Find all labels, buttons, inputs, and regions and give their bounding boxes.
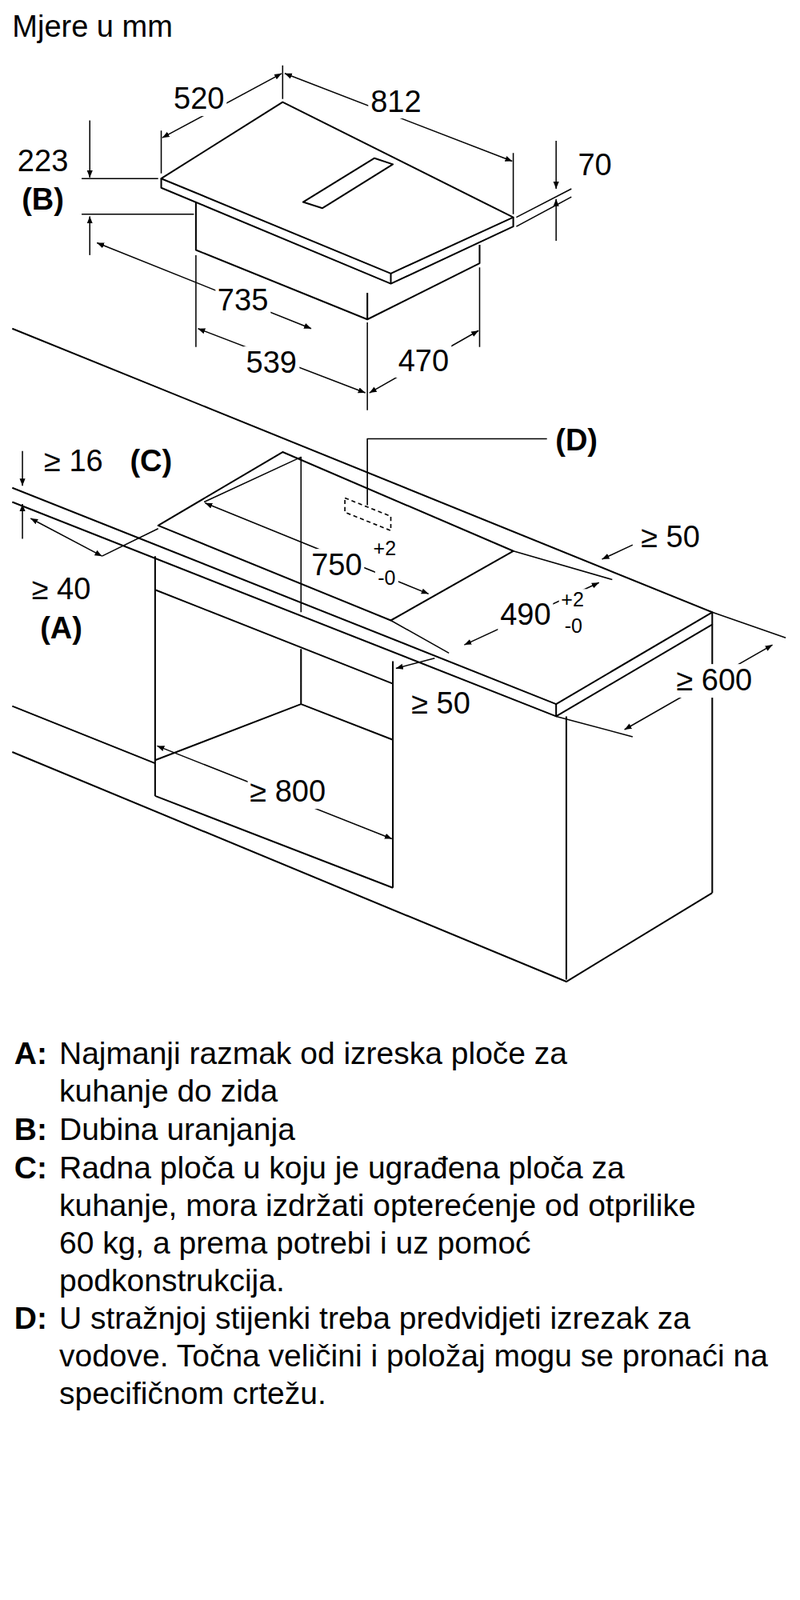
note-text: Najmanji razmak od izreska ploče za kuha… [59, 1034, 653, 1110]
note-letter: C: [14, 1148, 48, 1187]
callout-letter: (C) [127, 444, 175, 479]
tolerance: -0 [375, 567, 398, 590]
cutout [158, 452, 514, 620]
hob-glass-edge-front [390, 273, 392, 284]
note-letter: A: [14, 1034, 48, 1072]
units-title: Mjere u mm [12, 10, 173, 44]
dimension: 750 [308, 548, 364, 583]
callout-letter: (A) [37, 612, 85, 646]
floor-lines [12, 706, 712, 982]
note-text: Dubina uranjanja [59, 1110, 712, 1148]
worktop-top [12, 328, 712, 704]
hob-glass [161, 102, 514, 274]
tolerance: +2 [558, 588, 587, 612]
dimension: 539 [244, 346, 300, 380]
cabinet [155, 556, 712, 980]
callout-letter: (B) [19, 183, 67, 217]
dimension: 735 [215, 284, 271, 318]
callout-letter: (D) [552, 424, 600, 458]
tolerance: +2 [371, 537, 400, 560]
vent-slot [303, 158, 393, 208]
dimension: ≥ 16 [41, 444, 106, 479]
dimension: 223 [15, 144, 71, 179]
hob-body-edge [366, 292, 368, 320]
note-text: U stražnjoj stijenki treba predvidjeti i… [59, 1299, 776, 1412]
tolerance: -0 [562, 615, 585, 638]
dimension: 70 [575, 148, 614, 183]
cutout-inner [204, 456, 301, 612]
worktop-dimensions [22, 451, 786, 840]
dimension: 490 [497, 598, 553, 632]
dimension: ≥ 50 [408, 687, 473, 721]
note-letter: D: [14, 1299, 48, 1337]
dimension: 812 [368, 85, 424, 120]
leader-line [367, 438, 547, 505]
note-letter: B: [14, 1110, 48, 1148]
note-text: Radna ploča u koju je ugrađena ploča za … [59, 1148, 715, 1300]
hob-dimensions [81, 65, 572, 411]
dimension: ≥ 800 [247, 775, 328, 809]
dimension: 520 [171, 82, 227, 116]
dimension: ≥ 50 [638, 520, 703, 555]
dimension: ≥ 40 [29, 572, 94, 607]
dimension: ≥ 600 [673, 664, 755, 698]
dimension: 470 [396, 344, 452, 379]
